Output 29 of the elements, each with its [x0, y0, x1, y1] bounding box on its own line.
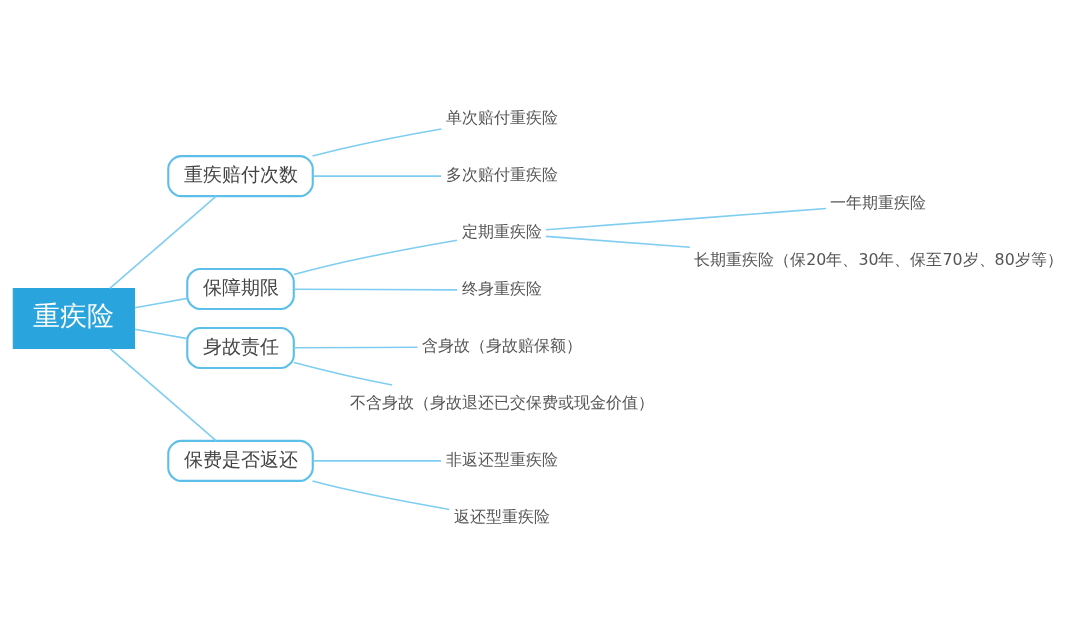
node-text: 非返还型重疾险 — [445, 449, 558, 469]
node-text: 定期重疾险 — [461, 221, 542, 241]
node-text: 返还型重疾险 — [453, 505, 550, 525]
node-box: 重疾赔付次数 — [167, 154, 314, 197]
connector — [545, 207, 827, 231]
node-text: 多次赔付重疾险 — [445, 164, 558, 184]
node-box: 重疾险 — [12, 287, 136, 349]
connector — [293, 287, 458, 291]
node-text: 单次赔付重疾险 — [445, 107, 558, 127]
connector — [312, 459, 442, 462]
node-box: 保障期限 — [186, 267, 295, 310]
connector — [134, 327, 189, 339]
node-text: 终身重疾险 — [461, 278, 542, 298]
node-text: 含身故（身故赔保额） — [421, 335, 582, 355]
connector — [293, 346, 419, 349]
connector — [545, 235, 691, 248]
connector — [109, 194, 218, 289]
connector — [134, 297, 189, 309]
connector — [311, 127, 443, 157]
connector — [293, 361, 393, 386]
connector — [293, 238, 458, 275]
node-box: 保费是否返还 — [167, 439, 314, 482]
node-text: 不含身故（身故退还已交保费或现金价值） — [349, 392, 654, 412]
connector — [312, 174, 442, 177]
node-text: 长期重疾险（保20年、30年、保至70岁、80岁等） — [694, 249, 1063, 269]
connector — [109, 347, 218, 442]
connector — [311, 479, 451, 510]
node-box: 身故责任 — [186, 326, 295, 369]
node-text: 一年期重疾险 — [830, 192, 927, 212]
